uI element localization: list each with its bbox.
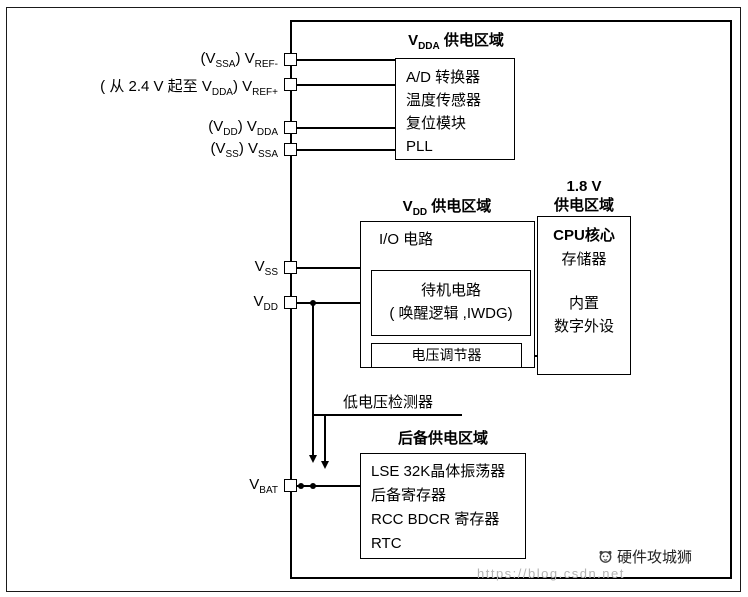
cpu-core-label: CPU核心 — [553, 227, 615, 244]
pin-vbat — [284, 479, 297, 492]
label-vss: VSS — [254, 258, 278, 278]
pin-vdd — [284, 296, 297, 309]
pin-vref-minus — [284, 53, 297, 66]
vdda-item: PLL — [406, 138, 433, 155]
low-voltage-detector-label: 低电压检测器 — [343, 394, 434, 411]
standby-line: ( 唤醒逻辑 ,IWDG) — [389, 305, 513, 322]
label-vssa: (VSS) VSSA — [210, 140, 278, 160]
digital-peripherals-label: 数字外设 — [553, 318, 614, 335]
wire-vdd-down — [312, 302, 314, 456]
wire-vbat — [296, 485, 360, 487]
label-vdda: (VDD) VDDA — [208, 118, 278, 138]
lvd-switch-arrow-icon — [321, 461, 329, 469]
vdda-domain-box: A/D 转换器 温度传感器 复位模块 PLL — [395, 58, 515, 160]
watermark-brand: 硬件攻城狮 — [597, 546, 692, 567]
junction-vbat-1 — [298, 483, 304, 489]
vdda-item: 温度传感器 — [406, 92, 482, 109]
pin-vss — [284, 261, 297, 274]
voltage-regulator-box: 电压调节器 — [371, 343, 522, 368]
vdda-item: 复位模块 — [406, 115, 467, 132]
watermark-url: https://blog.csdn.net — [477, 566, 625, 581]
wire-vdda — [296, 127, 395, 129]
v18-domain-box: CPU核心 存储器 内置 数字外设 — [537, 216, 631, 375]
label-vbat: VBAT — [249, 476, 278, 496]
wire-vss — [296, 267, 360, 269]
backup-item: 后备寄存器 — [371, 487, 447, 504]
junction-vbat-2 — [310, 483, 316, 489]
pin-vdda — [284, 121, 297, 134]
builtin-label: 内置 — [568, 295, 599, 312]
vdda-item: A/D 转换器 — [406, 69, 481, 86]
vdd-switch-arrow-icon — [309, 455, 317, 463]
standby-circuit-box: 待机电路 ( 唤醒逻辑 ,IWDG) — [371, 270, 531, 336]
standby-line: 待机电路 — [420, 282, 481, 299]
backup-item: RCC BDCR 寄存器 — [371, 511, 500, 528]
wire-vdd — [296, 302, 360, 304]
wire-vref-minus — [296, 59, 395, 61]
backup-item: RTC — [371, 535, 402, 552]
wire-vssa — [296, 149, 395, 151]
pin-vssa — [284, 143, 297, 156]
backup-domain-title: 后备供电区域 — [397, 430, 488, 447]
label-vref-minus: (VSSA) VREF- — [200, 50, 278, 70]
io-circuit-label: I/O 电路 — [379, 231, 434, 248]
wire-lvd — [312, 414, 462, 416]
label-vref-plus: ( 从 2.4 V 起至 VDDA) VREF+ — [100, 78, 278, 98]
vdda-domain-title: VDDA 供电区域 — [408, 32, 504, 52]
junction-vdd — [310, 300, 316, 306]
voltage-regulator-label: 电压调节器 — [411, 347, 482, 363]
label-vdd: VDD — [253, 293, 278, 313]
backup-domain-box: LSE 32K晶体振荡器 后备寄存器 RCC BDCR 寄存器 RTC — [360, 453, 526, 559]
vdd-domain-title: VDD 供电区域 — [402, 198, 492, 218]
wire-lvd-down — [324, 414, 326, 462]
v18-domain-title: 1.8 V 供电区域 — [553, 178, 614, 214]
memory-label: 存储器 — [561, 251, 607, 268]
lion-icon — [599, 550, 612, 563]
backup-item: LSE 32K晶体振荡器 — [371, 463, 506, 480]
pin-vref-plus — [284, 78, 297, 91]
wire-vref-plus — [296, 84, 395, 86]
watermark-brand-text: 硬件攻城狮 — [617, 549, 693, 566]
